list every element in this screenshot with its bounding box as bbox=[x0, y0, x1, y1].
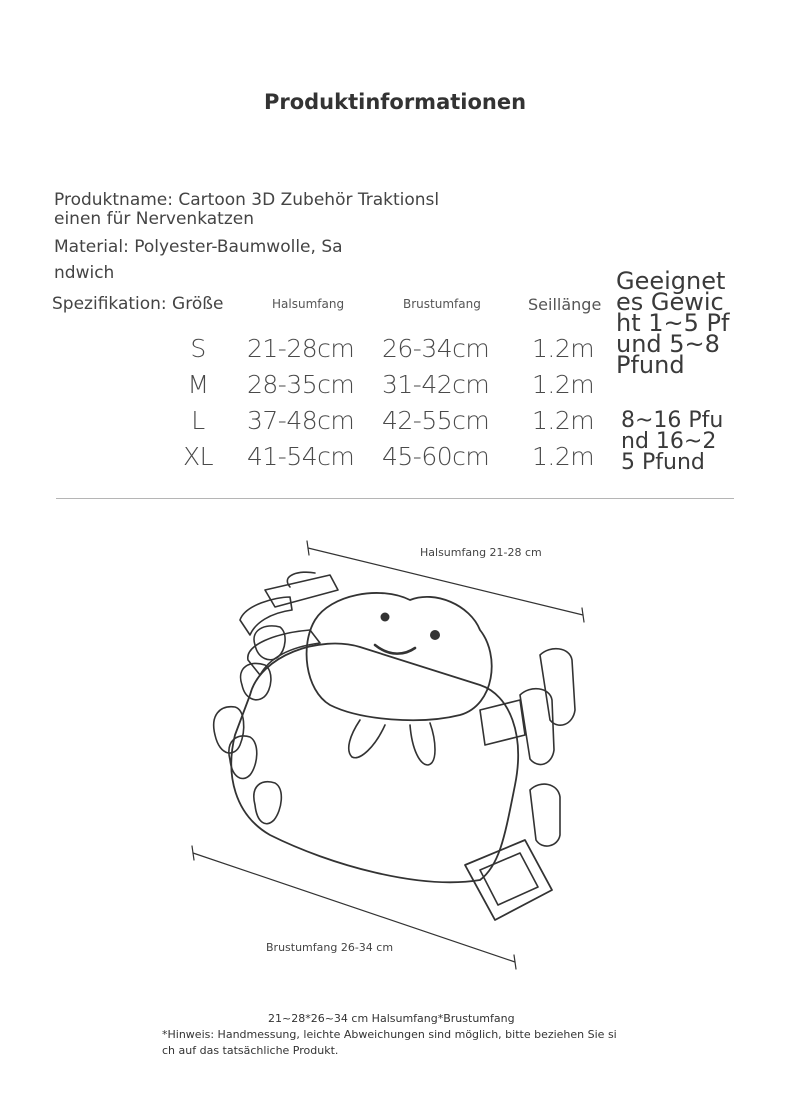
weight-note-line: es Gewic bbox=[616, 288, 724, 316]
header-leash: Seillänge bbox=[528, 295, 602, 314]
product-material-line2: ndwich bbox=[54, 263, 115, 283]
leash-cell: 1.2m bbox=[532, 406, 595, 435]
header-neck: Halsumfang bbox=[272, 297, 345, 311]
product-material-line1: Material: Polyester-Baumwolle, Sa bbox=[54, 237, 343, 257]
weight-note-large: 8~16 Pfu nd 16~2 5 Pfund bbox=[621, 408, 724, 475]
leash-cell: 1.2m bbox=[532, 334, 595, 363]
size-cell: S bbox=[190, 334, 206, 363]
spec-label: Spezifikation: Größe bbox=[52, 294, 224, 314]
product-name: Produktname: Cartoon 3D Zubehör Traktion… bbox=[54, 191, 439, 229]
neck-measure-line bbox=[307, 547, 584, 616]
dimension-summary: 21~28*26~34 cm Halsumfang*Brustumfang bbox=[268, 1012, 515, 1025]
weight-note-line: ht 1~5 Pf bbox=[616, 309, 730, 337]
weight-note-line: Pfund bbox=[616, 351, 685, 379]
size-cell: M bbox=[187, 370, 209, 399]
leash-cell: 1.2m bbox=[532, 442, 595, 471]
weight-note-line: 5 Pfund bbox=[621, 450, 705, 475]
leash-cell: 1.2m bbox=[532, 370, 595, 399]
chest-cell: 31-42cm bbox=[382, 370, 490, 399]
neck-cell: 21-28cm bbox=[247, 334, 355, 363]
weight-note-small: Geeignet es Gewic ht 1~5 Pf und 5~8 Pfun… bbox=[616, 267, 730, 379]
chest-dimension-label: Brustumfang 26-34 cm bbox=[266, 941, 394, 954]
neck-dimension-label: Halsumfang 21-28 cm bbox=[420, 546, 542, 559]
neck-cell: 37-48cm bbox=[247, 406, 355, 435]
product-name-line2: einen für Nervenkatzen bbox=[54, 209, 254, 229]
harness-illustration bbox=[191, 540, 585, 970]
product-name-line1: Produktname: Cartoon 3D Zubehör Traktion… bbox=[54, 190, 440, 210]
chest-cell: 42-55cm bbox=[382, 406, 490, 435]
footer-note: *Hinweis: Handmessung, leichte Abweichun… bbox=[162, 1027, 617, 1059]
neck-cell: 28-35cm bbox=[247, 370, 355, 399]
size-cell: L bbox=[191, 406, 205, 435]
weight-note-line: 8~16 Pfu bbox=[621, 408, 724, 433]
divider bbox=[56, 498, 734, 499]
chest-cell: 45-60cm bbox=[382, 442, 490, 471]
weight-note-line: und 5~8 bbox=[616, 330, 720, 358]
page-title: Produktinformationen bbox=[263, 90, 527, 114]
product-material: Material: Polyester-Baumwolle, Sa ndwich bbox=[54, 234, 343, 286]
size-cell: XL bbox=[182, 442, 214, 471]
chest-measure-line bbox=[192, 852, 516, 963]
weight-note-line: nd 16~2 bbox=[621, 429, 717, 454]
weight-note-line: Geeignet bbox=[616, 267, 726, 295]
neck-cell: 41-54cm bbox=[247, 442, 355, 471]
chest-cell: 26-34cm bbox=[382, 334, 490, 363]
footer-note-line2: ch auf das tatsächliche Produkt. bbox=[162, 1044, 339, 1057]
header-chest: Brustumfang bbox=[403, 297, 481, 311]
footer-note-line1: *Hinweis: Handmessung, leichte Abweichun… bbox=[162, 1028, 617, 1041]
